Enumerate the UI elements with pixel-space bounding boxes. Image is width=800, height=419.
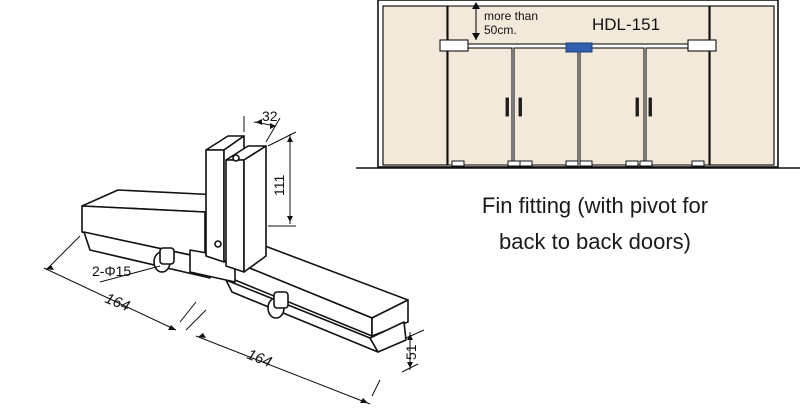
caption-line-1: Fin fitting (with pivot for	[481, 193, 709, 218]
dim-hole-label: 2-Φ15	[92, 263, 131, 279]
spacing-arrow-head-bottom	[472, 33, 480, 40]
fin-screw-top	[232, 154, 240, 162]
dim-plate-thickness-label: 51	[403, 344, 419, 360]
fitting-left	[439, 39, 469, 52]
door-1	[447, 47, 513, 166]
right-plate-end	[371, 299, 409, 337]
right-side-panel	[709, 5, 775, 166]
door-3	[579, 47, 645, 166]
fitting-body	[81, 135, 409, 353]
fitting-right	[687, 39, 717, 52]
left-pivot-shaft	[159, 247, 175, 265]
door-handles	[505, 97, 652, 117]
spacing-arrow-head-top	[472, 2, 480, 9]
fin-screw-bottom	[214, 240, 222, 248]
door-2	[513, 47, 579, 166]
fin-fitting-highlight	[565, 42, 593, 53]
door-4	[645, 47, 710, 166]
right-plate-end-lower	[369, 321, 407, 353]
fin-front-side	[243, 145, 267, 273]
left-side-panel	[382, 5, 448, 166]
spacing-note-line1: more than	[484, 9, 538, 23]
caption: Fin fitting (with pivot for back to back…	[430, 188, 760, 260]
right-pivot-shaft	[273, 291, 289, 309]
model-label: HDL-151	[592, 15, 660, 34]
transom-glass	[447, 5, 710, 45]
dim-height-label: 111	[271, 175, 287, 196]
floor-pivots	[451, 160, 705, 167]
caption-line-2: back to back doors)	[499, 229, 691, 254]
spacing-note-line2: 50cm.	[484, 23, 517, 37]
dimension-arrows	[46, 119, 413, 403]
dimension-lines	[43, 116, 425, 405]
dim-width-label: 32	[262, 108, 278, 124]
